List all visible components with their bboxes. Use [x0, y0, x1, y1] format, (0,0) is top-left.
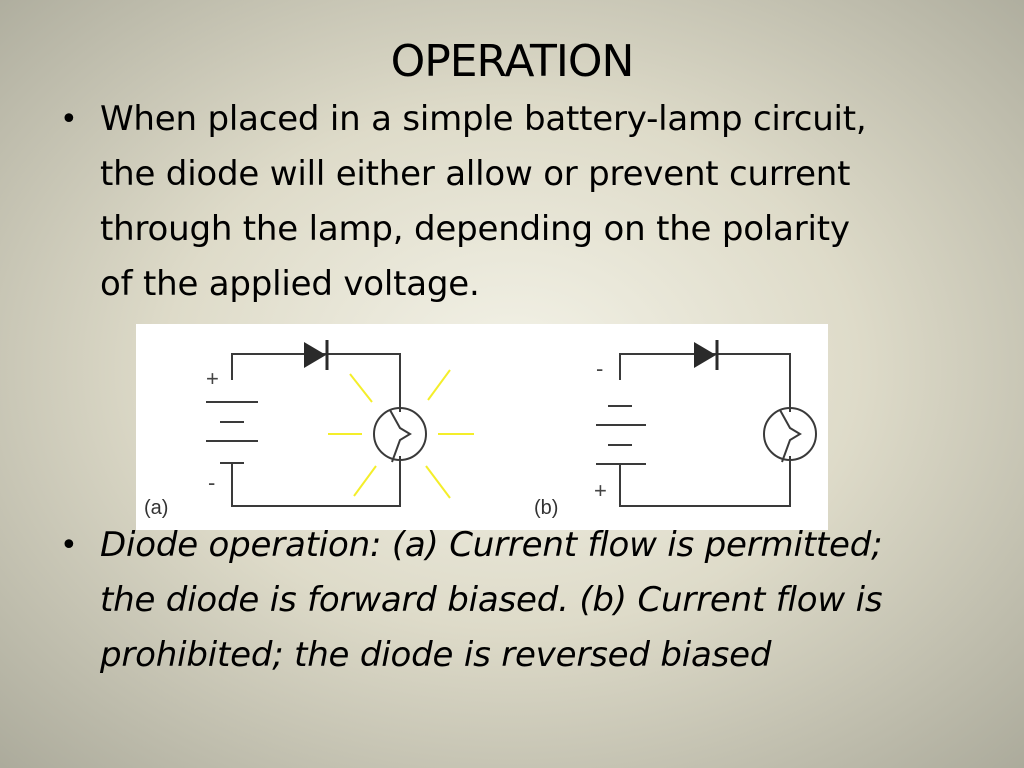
circuit-b-top-wire [619, 353, 791, 412]
circuit-a-light-rays [328, 369, 474, 499]
bullet-item-caption: • Diode operation: (a) Current flow is p… [60, 518, 980, 683]
circuit-b-label: (b) [534, 497, 558, 519]
circuit-a-bottom-wire [231, 456, 401, 507]
circuit-a-top-sign: + [206, 366, 219, 391]
diode-circuit-figure: + - (a) - + (b) [136, 324, 828, 530]
circuit-a-bottom-sign: - [208, 470, 215, 495]
circuit-b [596, 353, 817, 507]
circuit-a-label: (a) [144, 497, 168, 519]
circuit-a-top-wire [231, 353, 401, 412]
circuit-a-lamp-filament [389, 409, 412, 463]
circuit-b-diode [694, 340, 719, 370]
bullet-marker: • [60, 102, 78, 137]
circuit-b-bottom-sign: + [594, 478, 607, 503]
circuit-b-lamp [763, 407, 817, 461]
circuit-a-lamp [373, 407, 427, 461]
circuit-a-diode [304, 340, 329, 370]
circuit-b-top-sign: - [596, 356, 603, 381]
circuit-a [206, 353, 427, 507]
bullet-text-caption: Diode operation: (a) Current flow is per… [100, 525, 883, 675]
circuit-b-bottom-wire [619, 456, 791, 507]
bullet-marker: • [60, 528, 78, 563]
slide-title: OPERATION [390, 36, 635, 87]
bullet-item-description: • When placed in a simple battery-lamp c… [60, 92, 980, 312]
bullet-text-description: When placed in a simple battery-lamp cir… [100, 99, 867, 304]
circuit-b-lamp-filament [779, 409, 802, 463]
